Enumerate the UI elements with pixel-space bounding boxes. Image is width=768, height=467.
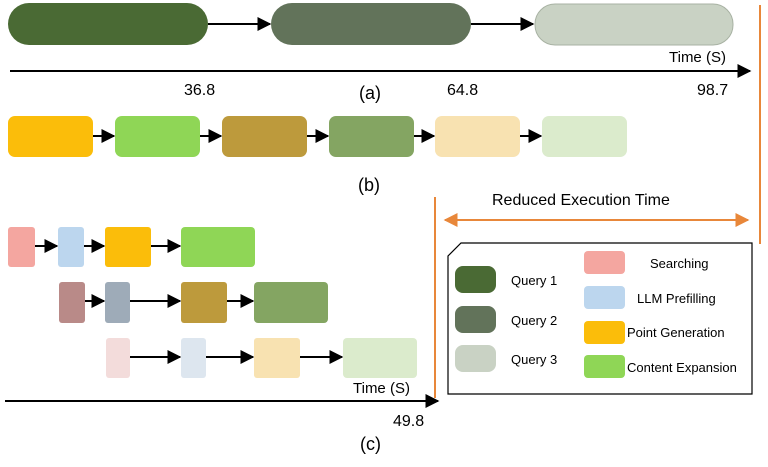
point-generation-q1-block <box>8 116 93 157</box>
point-generation-q3-block <box>254 338 300 378</box>
searching-q1-block <box>8 227 35 267</box>
searching-q2-block <box>59 282 85 323</box>
legend-swatch-query-3 <box>455 345 496 372</box>
prefilling-q1-block <box>58 227 84 267</box>
legend-label-query-3: Query 3 <box>511 352 557 367</box>
tick-label: 36.8 <box>184 82 215 99</box>
legend-label-content-expansion: Content Expansion <box>627 360 737 375</box>
legend-swatch-content-expansion <box>584 355 625 378</box>
panel-c: Time (S) 49.8 (c) <box>5 227 440 454</box>
content-expansion-q1-block <box>181 227 255 267</box>
legend-swatch-query-2 <box>455 306 496 333</box>
query-1-block <box>8 3 208 45</box>
panel-a: Time (S) 36.8 64.8 98.7 (a) <box>8 3 752 103</box>
content-expansion-q3-block <box>542 116 627 157</box>
query-2-block <box>271 3 471 45</box>
reduced-execution-time-indicator: Reduced Execution Time <box>434 5 761 398</box>
searching-q3-block <box>106 338 130 378</box>
point-generation-q3-block <box>435 116 520 157</box>
tick-label: 98.7 <box>697 82 728 99</box>
legend-box <box>447 242 753 395</box>
point-generation-q2-block <box>222 116 307 157</box>
prefilling-q3-block <box>181 338 206 378</box>
prefilling-q2-block <box>105 282 130 323</box>
content-expansion-q3-block <box>343 338 417 378</box>
time-axis-label-a: Time (S) <box>669 49 726 66</box>
panel-caption-c: (c) <box>360 434 381 454</box>
point-generation-q1-block <box>105 227 151 267</box>
tick-label: 49.8 <box>393 413 424 430</box>
tick-label: 64.8 <box>447 82 478 99</box>
panel-caption-b: (b) <box>358 175 380 195</box>
point-generation-q2-block <box>181 282 227 323</box>
legend-swatch-llm-prefilling <box>584 286 625 309</box>
legend-label-point-generation: Point Generation <box>627 325 725 340</box>
legend-label-query-1: Query 1 <box>511 273 557 288</box>
content-expansion-q2-block <box>254 282 328 323</box>
content-expansion-q2-block <box>329 116 414 157</box>
legend-swatch-point-generation <box>584 321 625 344</box>
query-3-block <box>534 3 734 46</box>
legend-label-llm-prefilling: LLM Prefilling <box>637 291 716 306</box>
legend: Query 1 Query 2 Query 3 Searching LLM Pr… <box>447 242 753 395</box>
legend-swatch-query-1 <box>455 266 496 293</box>
legend-label-query-2: Query 2 <box>511 313 557 328</box>
panel-caption-a: (a) <box>359 83 381 103</box>
time-axis-label-c: Time (S) <box>353 380 410 397</box>
panel-b: (b) <box>8 116 627 195</box>
legend-label-searching: Searching <box>650 256 709 271</box>
reduced-execution-time-label: Reduced Execution Time <box>492 192 670 209</box>
legend-swatch-searching <box>584 251 625 274</box>
content-expansion-q1-block <box>115 116 200 157</box>
